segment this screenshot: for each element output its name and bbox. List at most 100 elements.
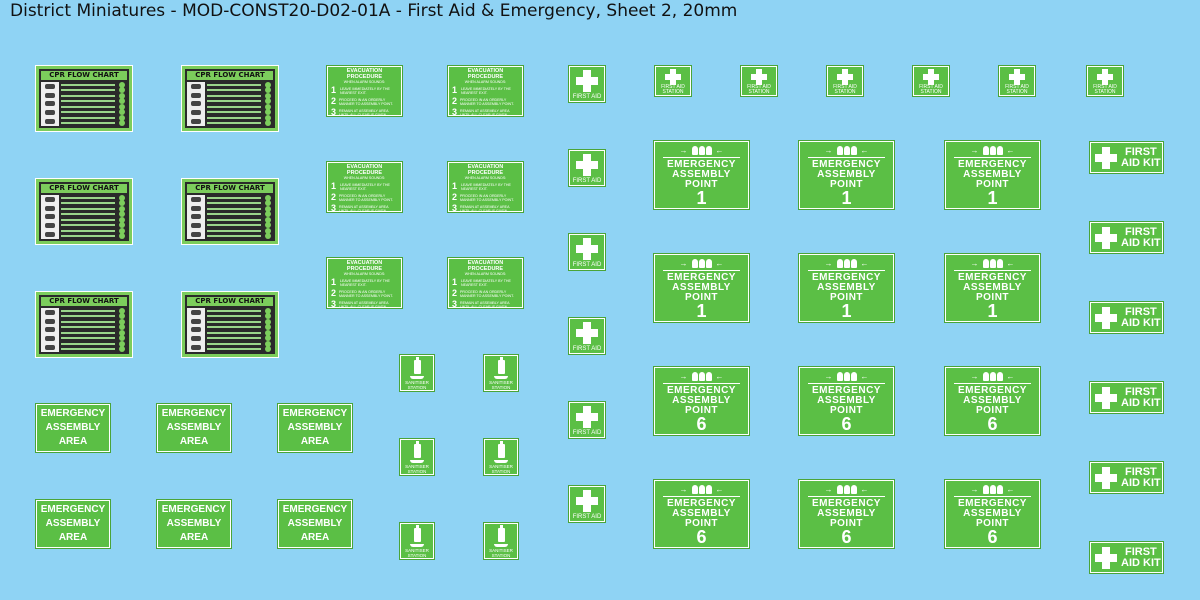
eaa-line1: EMERGENCY — [40, 504, 106, 515]
first-aid-cross-icon — [1095, 146, 1117, 169]
emergency-assembly-point-sign: →← EMERGENCY ASSEMBLY POINT 1 — [654, 141, 749, 209]
eap-line3: POINT — [975, 292, 1010, 303]
eap-line2: ASSEMBLY — [817, 508, 876, 519]
assembly-people-icon: →← — [824, 258, 869, 268]
evac-step-text: LEAVE IMMEDIATELY BY THE NEAREST EXIT. — [461, 86, 511, 95]
sanitiser-bottle-icon — [497, 525, 505, 542]
first-aid-label: FIRST AID — [572, 262, 602, 268]
first-aid-cross-icon — [1095, 226, 1117, 249]
kit-line1: FIRST — [1124, 145, 1157, 158]
emergency-assembly-point-sign: →← EMERGENCY ASSEMBLY POINT 1 — [945, 254, 1040, 322]
evac-title: EVACUATION PROCEDURE — [467, 68, 504, 80]
hand-icon — [494, 376, 508, 379]
cpr-figures-icon — [187, 82, 205, 126]
san-line2: STATION — [491, 385, 511, 390]
eaa-line3: AREA — [179, 436, 209, 447]
eap-number: 1 — [696, 188, 707, 208]
eap-line3: POINT — [829, 518, 864, 529]
evac-step-text: LEAVE IMMEDIATELY BY THE NEAREST EXIT. — [461, 182, 511, 191]
hand-icon — [494, 544, 508, 547]
san-line1: SANITISER — [405, 464, 429, 469]
evacuation-procedure-sign: EVACUATION PROCEDURE WHEN ALARM SOUNDS: … — [327, 162, 402, 213]
emergency-assembly-area-sign: EMERGENCY ASSEMBLY AREA — [157, 404, 231, 452]
eaa-line2: ASSEMBLY — [166, 518, 222, 529]
eap-line3: POINT — [829, 179, 864, 190]
sanitiser-bottle-icon — [497, 357, 505, 374]
evac-step-number: 1 — [452, 277, 458, 287]
evacuation-procedure-sign: EVACUATION PROCEDURE WHEN ALARM SOUNDS: … — [448, 258, 523, 309]
evac-step-text: PROCEED IN AN ORDERLY MANNER TO ASSEMBLY… — [339, 193, 393, 202]
eap-line2: ASSEMBLY — [672, 395, 731, 406]
evac-step-text: REMAIN AT ASSEMBLY AREA UNTIL ALL-CLEAR … — [339, 108, 389, 117]
san-line2: STATION — [491, 553, 511, 558]
eap-line1: EMERGENCY — [958, 498, 1027, 509]
kit-line1: FIRST — [1124, 225, 1157, 238]
station-label-line1: FIRST AID — [747, 84, 771, 90]
emergency-assembly-point-sign: →← EMERGENCY ASSEMBLY POINT 6 — [654, 480, 749, 548]
evac-title: EVACUATION PROCEDURE — [346, 260, 383, 272]
evacuation-procedure-sign: EVACUATION PROCEDURE WHEN ALARM SOUNDS: … — [448, 162, 523, 213]
kit-line2: AID KIT — [1121, 556, 1161, 569]
evac-step-number: 3 — [331, 299, 337, 309]
cpr-steps — [207, 307, 273, 353]
eap-line1: EMERGENCY — [812, 159, 881, 170]
eap-line1: EMERGENCY — [667, 159, 736, 170]
eaa-line2: ASSEMBLY — [287, 422, 343, 433]
san-line1: SANITISER — [489, 548, 513, 553]
evac-step-text: LEAVE IMMEDIATELY BY THE NEAREST EXIT. — [461, 278, 511, 287]
evac-step-text: LEAVE IMMEDIATELY BY THE NEAREST EXIT. — [340, 182, 390, 191]
kit-line1: FIRST — [1124, 385, 1157, 398]
emergency-assembly-point-sign: →← EMERGENCY ASSEMBLY POINT 6 — [945, 367, 1040, 435]
evac-step-text: PROCEED IN AN ORDERLY MANNER TO ASSEMBLY… — [460, 289, 514, 298]
cpr-figures-icon — [41, 82, 59, 126]
assembly-people-icon: →← — [679, 484, 724, 494]
eaa-line1: EMERGENCY — [282, 408, 348, 419]
first-aid-sign: FIRST AID — [569, 66, 605, 102]
evac-step-number: 1 — [452, 181, 458, 191]
cpr-title: CPR FLOW CHART — [41, 297, 127, 306]
evac-title: EVACUATION PROCEDURE — [467, 164, 504, 176]
evac-step-number: 1 — [331, 181, 337, 191]
first-aid-cross-icon — [576, 154, 598, 176]
eap-line1: EMERGENCY — [958, 385, 1027, 396]
cpr-title: CPR FLOW CHART — [187, 297, 273, 306]
evac-subtitle: WHEN ALARM SOUNDS: — [343, 80, 386, 84]
eap-line2: ASSEMBLY — [817, 282, 876, 293]
emergency-assembly-point-sign: →← EMERGENCY ASSEMBLY POINT 6 — [945, 480, 1040, 548]
evac-step-number: 3 — [452, 107, 458, 117]
cpr-steps — [61, 81, 127, 127]
evac-step-number: 1 — [331, 277, 337, 287]
san-line1: SANITISER — [489, 380, 513, 385]
evac-step-number: 2 — [331, 96, 337, 106]
eap-number: 6 — [987, 527, 998, 547]
cpr-flow-chart-sign: CPR FLOW CHART — [36, 292, 132, 357]
eap-line3: POINT — [975, 518, 1010, 529]
station-label-line1: FIRST AID — [1005, 84, 1029, 90]
eap-line2: ASSEMBLY — [963, 508, 1022, 519]
eaa-line3: AREA — [58, 436, 88, 447]
eap-line3: POINT — [684, 292, 719, 303]
cpr-flow-chart-sign: CPR FLOW CHART — [182, 179, 278, 244]
evac-step-number: 2 — [452, 192, 458, 202]
eaa-line3: AREA — [58, 532, 88, 543]
san-line2: STATION — [407, 385, 427, 390]
eaa-line3: AREA — [179, 532, 209, 543]
eap-number: 6 — [841, 414, 852, 434]
cpr-title: CPR FLOW CHART — [187, 184, 273, 193]
eap-line1: EMERGENCY — [667, 272, 736, 283]
cpr-flow-chart-sign: CPR FLOW CHART — [182, 66, 278, 131]
evac-title: EVACUATION PROCEDURE — [346, 164, 383, 176]
eap-number: 1 — [841, 301, 852, 321]
emergency-assembly-point-sign: →← EMERGENCY ASSEMBLY POINT 1 — [945, 141, 1040, 209]
eaa-line3: AREA — [300, 436, 330, 447]
station-label-line2: STATION — [748, 89, 770, 95]
first-aid-label: FIRST AID — [572, 346, 602, 352]
hand-icon — [494, 460, 508, 463]
eap-number: 6 — [696, 414, 707, 434]
eaa-line1: EMERGENCY — [40, 408, 106, 419]
